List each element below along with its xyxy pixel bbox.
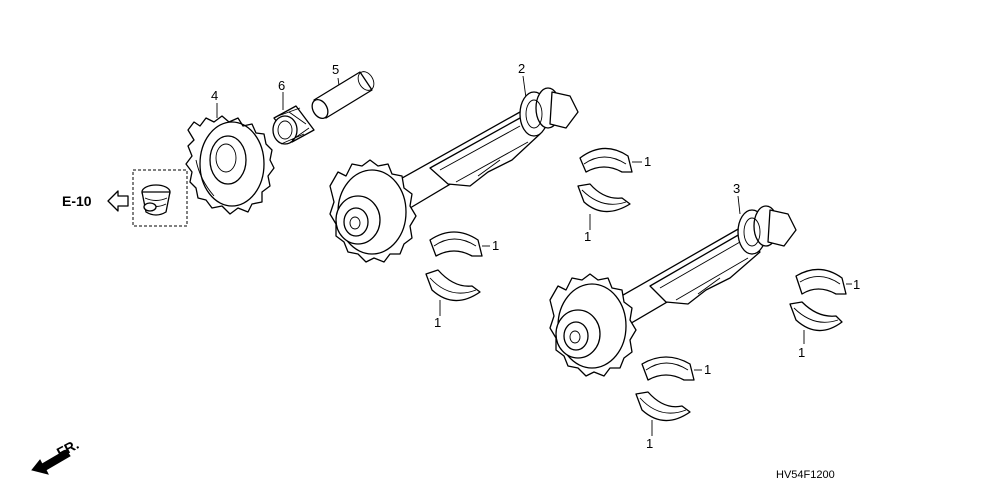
callout-1h: 1 [646, 436, 653, 451]
needle-bearing-part-6[interactable]: 6 [272, 78, 315, 145]
balancer-shaft-part-2[interactable]: 2 [329, 61, 579, 263]
callout-1g: 1 [704, 362, 711, 377]
bearing-shell-1e[interactable]: 1 [795, 268, 860, 295]
reference-e10[interactable]: E-10 [62, 190, 129, 212]
bearing-shell-1c[interactable]: 1 [429, 231, 499, 257]
callout-6: 6 [278, 78, 285, 93]
front-direction-marker: FR. [31, 436, 81, 475]
dowel-pin-part-5[interactable]: 5 [309, 62, 377, 121]
callout-1b: 1 [584, 229, 591, 244]
gear-icon [329, 159, 417, 263]
reference-label: E-10 [62, 193, 92, 209]
callout-1c: 1 [492, 238, 499, 253]
gear-part-4[interactable]: 4 [185, 88, 275, 215]
bearing-shell-1d[interactable]: 1 [425, 269, 481, 330]
callout-4: 4 [211, 88, 218, 103]
plug-box [132, 169, 188, 227]
callout-2: 2 [518, 61, 525, 76]
bearing-shell-1h[interactable]: 1 [635, 391, 691, 451]
callout-1f: 1 [798, 345, 805, 360]
gear-icon [185, 115, 275, 215]
callout-1a: 1 [644, 154, 651, 169]
bearing-shell-1g[interactable]: 1 [641, 356, 711, 381]
drain-plug[interactable] [132, 169, 188, 227]
diagram-code: HV54F1200 [776, 469, 835, 481]
bearing-shell-1a[interactable]: 1 [579, 147, 651, 173]
callout-3: 3 [733, 181, 740, 196]
hollow-arrow-icon [107, 190, 129, 212]
bearing-shell-1b[interactable]: 1 [577, 183, 631, 244]
callout-5: 5 [332, 62, 339, 77]
front-arrow-icon [31, 449, 71, 475]
balancer-shaft-part-3[interactable]: 3 [549, 181, 797, 377]
callout-1e: 1 [853, 277, 860, 292]
gear-icon [549, 273, 637, 377]
callout-1d: 1 [434, 315, 441, 330]
bearing-shell-1f[interactable]: 1 [789, 301, 843, 360]
